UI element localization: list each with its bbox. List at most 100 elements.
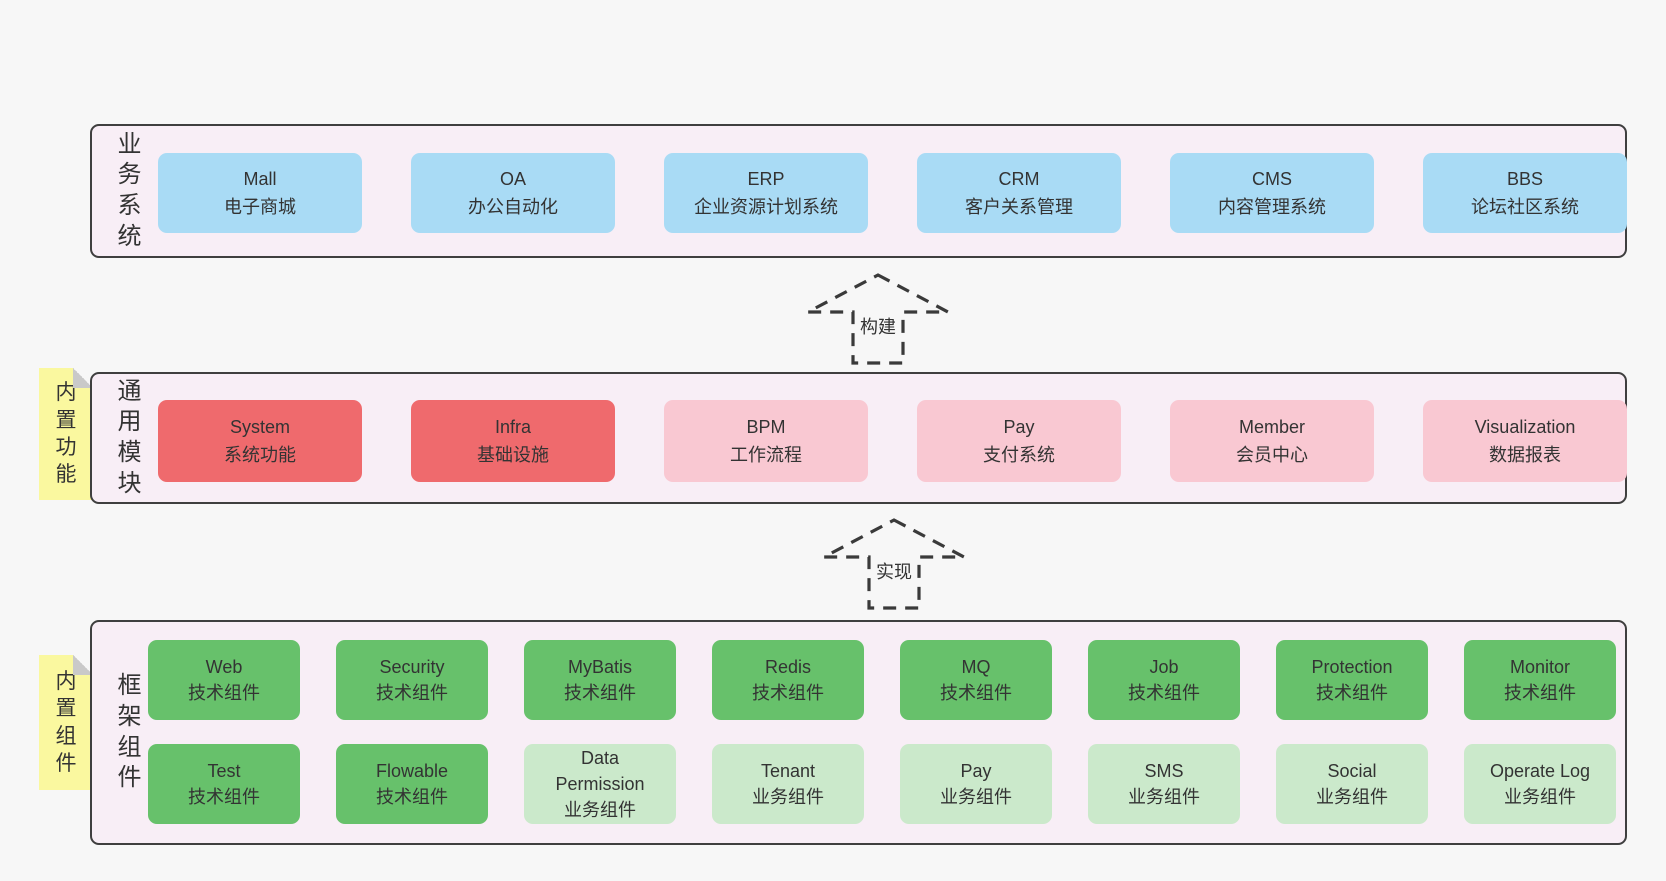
arrow-implement-up: 实现 <box>821 517 967 611</box>
box-oa: OA 办公自动化 <box>411 153 615 233</box>
sticky-label: 内置功能 <box>55 381 77 487</box>
box-subtitle: 技术组件 <box>376 787 448 807</box>
box-subtitle: 业务组件 <box>752 787 824 807</box>
box-web: Web 技术组件 <box>148 640 300 720</box>
box-erp: ERP 企业资源计划系统 <box>664 153 868 233</box>
box-visualization: Visualization 数据报表 <box>1423 400 1627 482</box>
section-common-modules: 通用模块 System 系统功能 Infra 基础设施 BPM 工作流程 Pay… <box>90 372 1627 504</box>
box-protection: Protection 技术组件 <box>1276 640 1428 720</box>
modules-box-row: System 系统功能 Infra 基础设施 BPM 工作流程 Pay 支付系统… <box>158 400 1627 482</box>
box-mall: Mall 电子商城 <box>158 153 362 233</box>
box-redis: Redis 技术组件 <box>712 640 864 720</box>
box-subtitle: 数据报表 <box>1489 445 1561 465</box>
box-infra: Infra 基础设施 <box>411 400 615 482</box>
section-label-modules: 通用模块 <box>116 374 143 502</box>
box-test: Test 技术组件 <box>148 744 300 824</box>
box-subtitle: 办公自动化 <box>468 197 558 217</box>
framework-box-row-1: Web 技术组件 Security 技术组件 MyBatis 技术组件 Redi… <box>148 640 1616 720</box>
box-subtitle: 技术组件 <box>564 683 636 703</box>
box-bpm: BPM 工作流程 <box>664 400 868 482</box>
box-title: Data Permission <box>555 748 645 794</box>
box-subtitle: 系统功能 <box>224 445 296 465</box>
box-data-permission: Data Permission 业务组件 <box>524 744 676 824</box>
framework-box-row-2: Test 技术组件 Flowable 技术组件 Data Permission … <box>148 744 1616 824</box>
box-title: Job <box>1149 657 1179 677</box>
box-operate-log: Operate Log 业务组件 <box>1464 744 1616 824</box>
section-framework-components: 框架组件 Web 技术组件 Security 技术组件 MyBatis 技术组件… <box>90 620 1627 845</box>
arrow-label: 实现 <box>876 562 912 582</box>
arrow-build-up: 构建 <box>805 272 951 366</box>
box-subtitle: 业务组件 <box>1128 787 1200 807</box>
box-subtitle: 企业资源计划系统 <box>694 197 838 217</box>
box-cms: CMS 内容管理系统 <box>1170 153 1374 233</box>
box-system: System 系统功能 <box>158 400 362 482</box>
box-title: CRM <box>998 169 1040 189</box>
box-subtitle: 业务组件 <box>1504 787 1576 807</box>
box-sms: SMS 业务组件 <box>1088 744 1240 824</box>
box-job: Job 技术组件 <box>1088 640 1240 720</box>
box-title: BPM <box>746 417 786 437</box>
box-subtitle: 技术组件 <box>752 683 824 703</box>
box-title: Web <box>205 657 243 677</box>
folded-corner-icon <box>73 368 93 388</box>
box-subtitle: 支付系统 <box>983 445 1055 465</box>
box-title: SMS <box>1144 761 1184 781</box>
box-member: Member 会员中心 <box>1170 400 1374 482</box>
section-label-text: 业务系统 <box>117 130 142 250</box>
box-subtitle: 论坛社区系统 <box>1471 197 1579 217</box>
box-subtitle: 客户关系管理 <box>965 197 1073 217</box>
up-arrow-icon <box>823 518 965 610</box>
arrow-label: 构建 <box>860 317 896 337</box>
box-subtitle: 技术组件 <box>376 683 448 703</box>
box-security: Security 技术组件 <box>336 640 488 720</box>
section-label-text: 通用模块 <box>117 377 142 497</box>
box-title: Pay <box>1003 417 1035 437</box>
box-subtitle: 技术组件 <box>188 683 260 703</box>
box-title: BBS <box>1506 169 1544 189</box>
business-box-row: Mall 电子商城 OA 办公自动化 ERP 企业资源计划系统 CRM 客户关系… <box>158 153 1627 233</box>
section-label-business: 业务系统 <box>116 126 143 256</box>
box-flowable: Flowable 技术组件 <box>336 744 488 824</box>
section-business-systems: 业务系统 Mall 电子商城 OA 办公自动化 ERP 企业资源计划系统 CRM… <box>90 124 1627 258</box>
box-pay: Pay 支付系统 <box>917 400 1121 482</box>
box-title: Security <box>379 657 445 677</box>
sticky-label: 内置组件 <box>55 669 77 775</box>
box-title: Monitor <box>1509 657 1571 677</box>
box-title: Protection <box>1311 657 1393 677</box>
box-title: System <box>229 417 290 437</box>
box-crm: CRM 客户关系管理 <box>917 153 1121 233</box>
box-subtitle: 技术组件 <box>188 787 260 807</box>
box-title: ERP <box>747 169 785 189</box>
box-title: MyBatis <box>567 657 632 677</box>
box-tenant: Tenant 业务组件 <box>712 744 864 824</box>
box-subtitle: 工作流程 <box>730 445 802 465</box>
box-subtitle: 技术组件 <box>940 683 1012 703</box>
box-subtitle: 基础设施 <box>477 445 549 465</box>
box-title: Operate Log <box>1489 761 1591 781</box>
box-title: Flowable <box>375 761 449 781</box>
box-title: Social <box>1327 761 1377 781</box>
box-mybatis: MyBatis 技术组件 <box>524 640 676 720</box>
box-title: Test <box>207 761 241 781</box>
box-social: Social 业务组件 <box>1276 744 1428 824</box>
box-subtitle: 业务组件 <box>564 800 636 820</box>
box-pay-biz: Pay 业务组件 <box>900 744 1052 824</box>
up-arrow-icon <box>807 273 949 365</box>
box-title: Mall <box>243 169 277 189</box>
box-title: Visualization <box>1474 417 1576 437</box>
box-bbs: BBS 论坛社区系统 <box>1423 153 1627 233</box>
box-title: Tenant <box>760 761 816 781</box>
box-title: Member <box>1238 417 1305 437</box>
box-subtitle: 会员中心 <box>1236 445 1308 465</box>
sticky-note-builtin-features: 内置功能 <box>39 368 93 500</box>
box-title: Infra <box>494 417 532 437</box>
box-title: MQ <box>961 657 991 677</box>
box-title: CMS <box>1252 169 1292 189</box>
box-monitor: Monitor 技术组件 <box>1464 640 1616 720</box>
box-title: Redis <box>764 657 812 677</box>
box-subtitle: 内容管理系统 <box>1218 197 1326 217</box>
section-label-framework: 框架组件 <box>116 622 143 843</box>
section-label-text: 框架组件 <box>117 672 142 792</box>
box-subtitle: 技术组件 <box>1316 683 1388 703</box>
